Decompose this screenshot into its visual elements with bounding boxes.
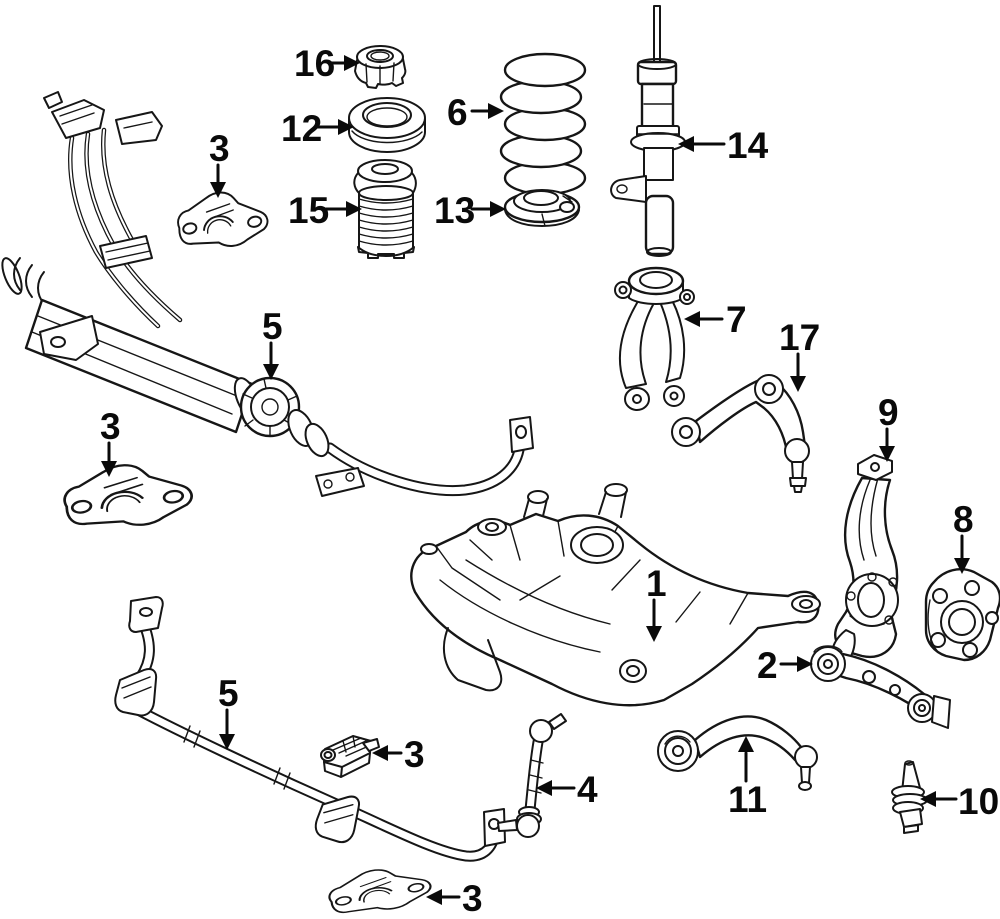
- steering-knuckle: [831, 454, 899, 662]
- strut-fork: [614, 266, 695, 411]
- callout-17-label: 17: [779, 317, 820, 358]
- callout-16-label: 16: [294, 43, 335, 84]
- callout-4: 4: [536, 769, 598, 810]
- lower-rear-control-arm: [810, 645, 951, 729]
- callout-17: 17: [779, 317, 820, 392]
- stabilizer-bushing-front: [114, 668, 158, 717]
- callout-9: 9: [878, 392, 899, 462]
- callout-4-label: 4: [577, 769, 598, 810]
- stabilizer-bracket-left: [63, 463, 193, 527]
- stabilizer-bracket-bottom: [326, 864, 434, 916]
- dust-boot: [353, 159, 417, 259]
- callout-11-label: 11: [728, 779, 767, 820]
- callout-1: 1: [646, 563, 667, 642]
- stabilizer-link: [497, 713, 567, 838]
- front-strut: [610, 5, 686, 257]
- callout-14: 14: [678, 125, 769, 166]
- callout-13-label: 13: [434, 190, 475, 231]
- stabilizer-bracket-top: [176, 189, 270, 249]
- active-stabilizer-assembly: [1, 91, 534, 497]
- callout-7: 7: [684, 299, 747, 340]
- callout-3-mid: 3: [372, 734, 425, 775]
- callout-3-top: 3: [209, 128, 230, 198]
- callout-15: 15: [288, 190, 362, 231]
- stabilizer-bar: [114, 596, 506, 862]
- callout-8: 8: [953, 499, 974, 574]
- callout-3-bottom: 3: [426, 878, 483, 919]
- callout-10-label: 10: [958, 781, 999, 822]
- ball-joint: [891, 760, 928, 834]
- callout-7-label: 7: [726, 299, 747, 340]
- callout-14-label: 14: [727, 125, 769, 166]
- callout-9-label: 9: [878, 392, 899, 433]
- upper-control-arm: [671, 374, 810, 493]
- callout-6-label: 6: [447, 92, 468, 133]
- callout-15-label: 15: [288, 190, 329, 231]
- callout-13: 13: [434, 190, 506, 231]
- callout-5-lower: 5: [218, 673, 239, 750]
- callout-3-bottom-label: 3: [462, 878, 483, 919]
- callout-3-left-label: 3: [100, 406, 121, 447]
- callout-3-mid-label: 3: [404, 734, 425, 775]
- coil-spring: [499, 52, 587, 196]
- lower-front-control-arm: [657, 715, 818, 791]
- callout-11: 11: [728, 736, 767, 820]
- wheel-hub: [924, 568, 1000, 662]
- callout-3-top-label: 3: [209, 128, 230, 169]
- callout-5-upper: 5: [262, 306, 283, 380]
- stabilizer-bracket-mid: [320, 735, 380, 778]
- callout-10: 10: [920, 781, 999, 822]
- callout-12-label: 12: [281, 108, 322, 149]
- callout-3-left: 3: [100, 406, 121, 477]
- callout-2: 2: [757, 645, 813, 686]
- callout-16: 16: [294, 43, 360, 84]
- callout-8-label: 8: [953, 499, 974, 540]
- strut-mount-ring: [348, 97, 426, 153]
- callout-12: 12: [281, 108, 354, 149]
- callout-6: 6: [447, 92, 504, 133]
- strut-nut: [354, 45, 407, 89]
- callout-2-label: 2: [757, 645, 778, 686]
- front-subframe: [410, 483, 821, 707]
- callout-1-label: 1: [646, 563, 667, 604]
- spring-pad: [503, 189, 581, 227]
- callout-5-lower-label: 5: [218, 673, 239, 714]
- callout-5-upper-label: 5: [262, 306, 283, 347]
